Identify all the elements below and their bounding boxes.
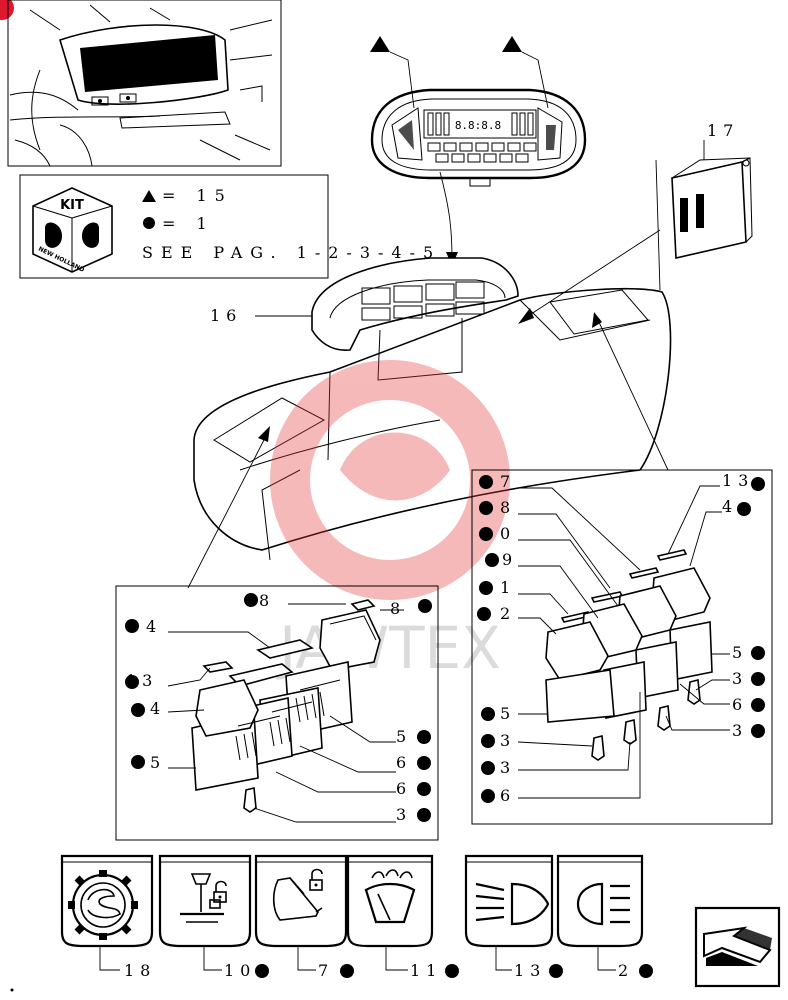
left-label-8b: 8 (390, 599, 406, 618)
cluster-display-digits: 8.8:8.8 (455, 119, 501, 132)
triangle-symbol-icon (142, 190, 156, 202)
right-label-8: 8 (500, 498, 516, 517)
triangle-marker-left (370, 36, 390, 52)
watermark: JAWTEX (270, 360, 510, 682)
left-label-5b: 5 (396, 727, 412, 746)
pointer-arrows (187, 229, 669, 589)
lift-lock-icon (180, 873, 227, 923)
right-label-13: 13 (722, 471, 754, 490)
previous-page-arrow-button[interactable] (694, 906, 781, 988)
right-label-3c: 3 (500, 731, 516, 750)
circle-value: = 1 (162, 214, 215, 233)
label-16: 16 (210, 306, 242, 325)
right-label-5a: 5 (732, 643, 748, 662)
triangle-value: = 15 (162, 186, 233, 205)
right-label-9: 9 (502, 550, 518, 569)
right-label-2: 2 (500, 604, 516, 623)
kit-word: KIT (60, 198, 84, 213)
left-label-8a: 8 (259, 591, 275, 610)
tile-label-7: 7 (318, 961, 334, 980)
left-label-6a: 6 (396, 753, 412, 772)
left-label-5a: 5 (150, 753, 166, 772)
side-light-icon (576, 882, 630, 926)
right-label-5b: 5 (500, 704, 516, 723)
switch-tiles-row: 18 10 7 11 13 2 (60, 854, 653, 980)
right-label-3d: 3 (500, 758, 516, 777)
high-beam-icon (475, 882, 550, 926)
right-label-4: 4 (722, 497, 738, 516)
tile-label-18: 18 (124, 961, 156, 980)
left-label-dot (244, 593, 258, 607)
dashboard-body: 16 (193, 257, 672, 561)
gear-hand-icon (68, 870, 138, 940)
right-label-7: 7 (500, 472, 516, 491)
cab-inset-illustration (7, 0, 282, 167)
loader-lock-icon (272, 868, 323, 921)
right-switch-detail-box: 7 8 0 9 1 2 13 4 5 3 6 3 5 3 3 6 (471, 469, 773, 825)
see-page-text: SEE PAG. 1-2-3-4-5 (142, 243, 441, 262)
tile-label-11: 11 (410, 961, 442, 980)
tile-label-10: 10 (224, 961, 256, 980)
left-label-4b: 4 (150, 699, 166, 718)
right-label-6a: 6 (732, 695, 748, 714)
corner-red-mark (0, 0, 14, 20)
tile-label-13: 13 (514, 961, 546, 980)
circle-symbol-icon (143, 217, 155, 229)
right-label-0: 0 (500, 524, 516, 543)
windscreen-wiper-icon (364, 869, 416, 924)
left-label-6b: 6 (396, 779, 412, 798)
right-label-3a: 3 (732, 669, 748, 688)
triangle-marker-right (502, 36, 522, 52)
left-label-4a: 4 (146, 617, 162, 636)
kit-legend-box: KIT NEW HOLLAND = 15 = 1 SEE PAG. 1-2-3-… (19, 174, 441, 279)
connector-17: 17 (655, 121, 753, 291)
right-label-6b: 6 (500, 786, 516, 805)
instrument-cluster: 8.8:8.8 (370, 36, 587, 266)
left-label-3: 3 (396, 805, 412, 824)
right-label-1: 1 (500, 578, 516, 597)
left-switch-detail-box: 8 8 4 13 4 5 5 6 6 3 (115, 585, 439, 841)
left-label-13: 13 (126, 671, 158, 690)
label-17: 17 (707, 121, 739, 140)
right-label-3b: 3 (732, 721, 748, 740)
tile-label-2: 2 (618, 961, 634, 980)
